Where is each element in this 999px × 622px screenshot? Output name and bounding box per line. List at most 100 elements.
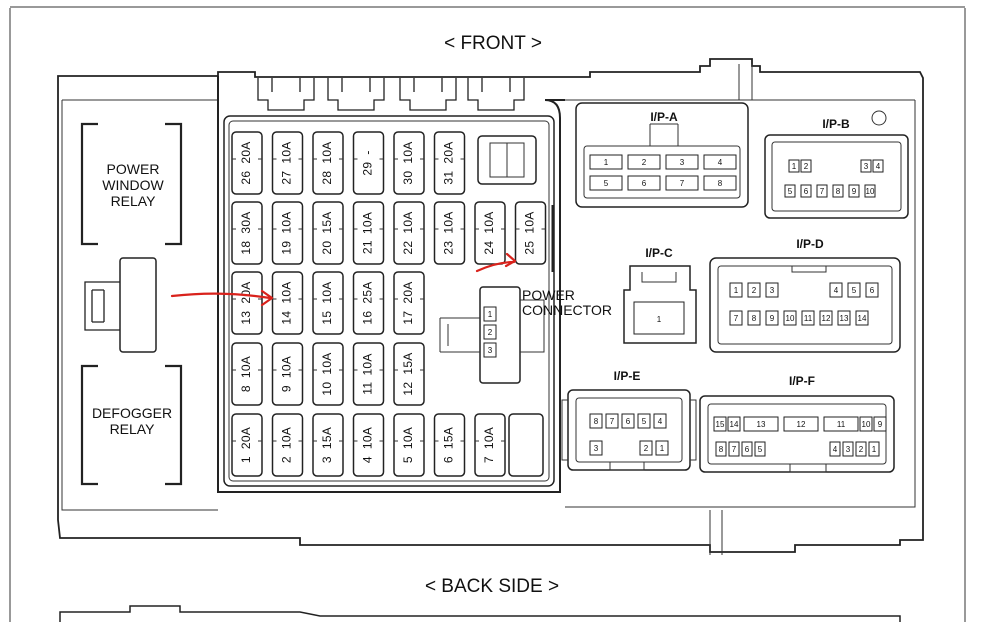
power-window-relay-line3: RELAY xyxy=(111,193,157,209)
fuse-body xyxy=(231,201,263,265)
fuse-body xyxy=(393,131,425,195)
ipd-pin-13: 13 xyxy=(837,310,851,326)
pin-number: 2 xyxy=(804,162,809,171)
pin-number: 9 xyxy=(878,420,883,429)
fuse-number: 17 xyxy=(401,311,415,325)
pin-number: 7 xyxy=(680,179,685,188)
fuse-rating: 10A xyxy=(361,427,375,449)
pin-box xyxy=(589,440,603,456)
fuse-rating: 10A xyxy=(523,211,537,233)
fuse-label: 2015A xyxy=(320,211,334,254)
pin-number: 9 xyxy=(852,187,857,196)
pin-box xyxy=(868,441,880,457)
ipd-pin-4: 4 xyxy=(829,282,843,298)
ipb-pin-6: 6 xyxy=(800,184,812,198)
fuse-15: 1510A xyxy=(312,271,344,335)
pin-number: 6 xyxy=(745,445,750,454)
pin-number: 6 xyxy=(642,179,647,188)
pin-box xyxy=(621,413,635,429)
fuse-label: 17 20A xyxy=(401,281,415,324)
fuse-rating: 20A xyxy=(401,281,415,303)
fuse-31: 3120A xyxy=(433,131,466,195)
fuse-label: 1110A xyxy=(361,353,375,394)
fuse-16: 1625A xyxy=(352,271,385,335)
pin-box xyxy=(819,310,833,326)
pin-box xyxy=(743,416,779,432)
pin-box xyxy=(655,440,669,456)
ipa-pin-1: 1 xyxy=(589,154,623,170)
pin-box xyxy=(872,159,884,173)
defogger-relay-line1: DEFOGGER xyxy=(92,405,172,421)
pin-box xyxy=(703,175,737,191)
side-clip xyxy=(84,257,157,353)
fuse-rating: 10A xyxy=(401,141,415,163)
ipd-pin-6: 6 xyxy=(865,282,879,298)
fuse-label: 710A xyxy=(482,427,496,463)
fuse-body xyxy=(271,413,304,477)
annotation-arrows xyxy=(170,252,517,307)
connector-ip-e-label: I/P-E xyxy=(614,369,641,383)
fuse-label: 910A xyxy=(280,356,294,392)
pin-number: 10 xyxy=(786,314,795,323)
pin-box xyxy=(713,416,727,432)
pin-box xyxy=(788,159,800,173)
pin-number: 3 xyxy=(594,444,599,453)
fuse-rating: 10A xyxy=(482,427,496,449)
fuse-body xyxy=(271,271,304,335)
fuse-13: 1320A xyxy=(231,271,263,335)
ipb-pin-7: 7 xyxy=(816,184,828,198)
pin-box xyxy=(859,416,873,432)
pin-number: 7 xyxy=(732,445,737,454)
fuse-body xyxy=(312,201,344,265)
fuse-body xyxy=(393,413,425,477)
pin-box xyxy=(729,310,743,326)
pin-box xyxy=(865,282,879,298)
pin-box xyxy=(765,282,779,298)
fuse-4: 410A xyxy=(352,413,385,477)
ipe-pin-2: 2 xyxy=(639,440,653,456)
pin-number: 5 xyxy=(604,179,609,188)
fuse-23: 2310A xyxy=(433,201,466,265)
fuse-label: 510A xyxy=(401,427,415,463)
ipf-pin-7: 7 xyxy=(728,441,740,457)
ipd-pin-8: 8 xyxy=(747,310,761,326)
pin-number: 11 xyxy=(804,314,813,323)
fuse-28: 2810A xyxy=(312,131,344,195)
fuse-number: 8 xyxy=(239,385,253,392)
pin-number: 8 xyxy=(836,187,841,196)
fuse-grid: 2620A2710A2810A29-3010A3120A1830A1910A20… xyxy=(231,131,547,477)
pin-number: 7 xyxy=(610,417,615,426)
fuse-body xyxy=(474,201,506,265)
power-window-relay-line1: POWER xyxy=(107,161,160,177)
fuse-rating: 10A xyxy=(280,141,294,163)
pin-number: 2 xyxy=(859,445,864,454)
fuse-body xyxy=(352,342,385,406)
pin-box xyxy=(800,159,812,173)
fuse-body xyxy=(231,413,263,477)
pin-number: 5 xyxy=(852,286,857,295)
connector-ip-c-label: I/P-C xyxy=(645,246,673,260)
fuse-2: 210A xyxy=(271,413,304,477)
fuse-number: 26 xyxy=(239,171,253,185)
pin-number: 3 xyxy=(770,286,775,295)
ipd-pin-5: 5 xyxy=(847,282,861,298)
fuse-label: 2210A xyxy=(401,211,415,254)
fuse-label: 3120A xyxy=(442,141,456,184)
fuse-label: 1410A xyxy=(280,281,294,324)
fuse-label: 410A xyxy=(361,427,375,463)
pin-box xyxy=(801,310,815,326)
fuse-body xyxy=(352,201,385,265)
ipf-pin-13: 13 xyxy=(743,416,779,432)
fuse-number: 19 xyxy=(280,241,294,255)
fuse-body xyxy=(231,342,263,406)
pin-number: 14 xyxy=(858,314,867,323)
ipf-pin-5: 5 xyxy=(754,441,766,457)
ipe-pin-4: 4 xyxy=(653,413,667,429)
pin-box xyxy=(823,416,859,432)
fuse-rating: - xyxy=(361,150,375,154)
fuse-5: 510A xyxy=(393,413,425,477)
pin-number: 1 xyxy=(792,162,797,171)
fuse-label: 2710A xyxy=(280,141,294,184)
back-side-label: < BACK SIDE > xyxy=(425,576,559,597)
